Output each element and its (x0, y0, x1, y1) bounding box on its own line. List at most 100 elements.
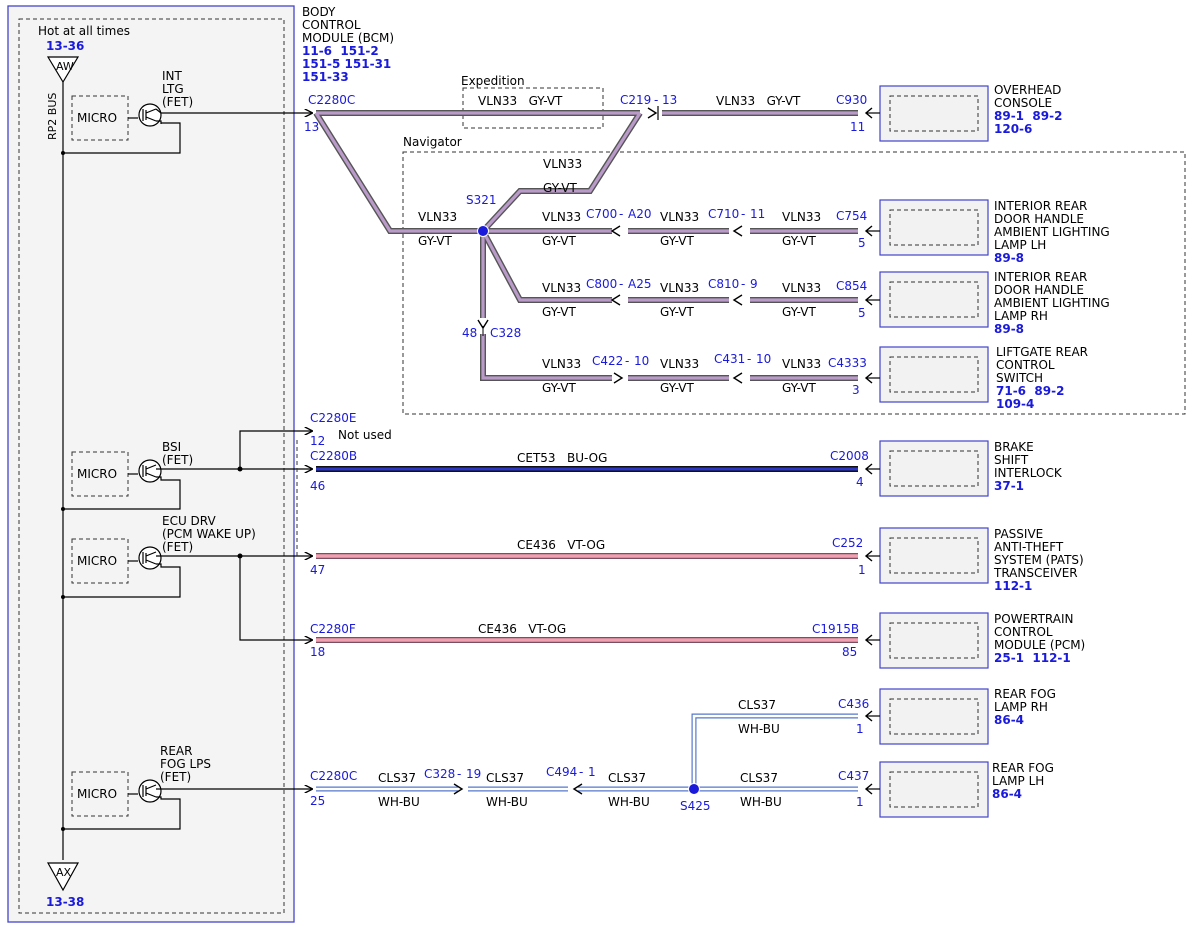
wire-label: CLS37 (740, 771, 778, 785)
bcm-title-line: CONTROL (302, 18, 361, 32)
wire-label: CLS37 (486, 771, 524, 785)
connector-label: C800 (586, 277, 617, 291)
connector-label: C494 (546, 765, 577, 779)
component-label: PASSIVE (994, 527, 1043, 541)
navigator-region (402, 151, 1186, 415)
powertrain-control-module[interactable]: POWERTRAIN CONTROL MODULE (PCM) 25-1 112… (864, 612, 1085, 669)
wire-label: VLN33 (782, 281, 821, 295)
splice-label: S321 (466, 193, 497, 207)
connector-label: C328 (490, 326, 521, 340)
hot-ref-link[interactable]: 13-36 (46, 39, 84, 53)
micro-label: MICRO (77, 467, 117, 481)
connector-label: C854 (836, 279, 867, 293)
output-label: ECU DRV (162, 514, 216, 528)
rear-fog-lamp-lh[interactable]: REAR FOG LAMP LH 86-4 (864, 761, 1054, 818)
component-label: SWITCH (996, 371, 1043, 385)
pin-label: 3 (852, 383, 860, 397)
wire-label: VLN33 (542, 210, 581, 224)
pin-label: 1 (588, 765, 596, 779)
bcm-ref-link[interactable]: 11-6 151-2 (302, 44, 379, 58)
fet-transistor-icon (138, 103, 162, 127)
micro-label: MICRO (77, 787, 117, 801)
pin-label: 25 (310, 794, 325, 808)
passive-anti-theft-transceiver[interactable]: PASSIVE ANTI-THEFT SYSTEM (PATS) TRANSCE… (864, 527, 1084, 593)
bcm-internal-boundary (18, 18, 285, 914)
connector-label: C437 (838, 769, 869, 783)
fet-transistor-icon (138, 779, 162, 803)
micro-label: MICRO (77, 111, 117, 125)
connector-dash: - (619, 207, 623, 221)
wire-label: GY-VT (782, 381, 816, 395)
component-label: AMBIENT LIGHTING (994, 296, 1110, 310)
pin-label: 1 (858, 563, 866, 577)
overhead-console[interactable]: OVERHEAD CONSOLE 89-1 89-2 120-6 (864, 83, 1062, 142)
chevron-right-icon (647, 107, 658, 119)
pin-label: 12 (310, 434, 325, 448)
connector-label: C700 (586, 207, 617, 221)
pin-label: 18 (310, 645, 325, 659)
wire-label: CE436 VT-OG (517, 538, 605, 552)
interior-rear-door-handle-lamp-lh[interactable]: INTERIOR REAR DOOR HANDLE AMBIENT LIGHTI… (864, 199, 1110, 265)
pin-label: 10 (634, 354, 649, 368)
connector-dash: - (619, 277, 623, 291)
chevron-left-icon (732, 294, 743, 306)
wire-label: GY-VT (542, 234, 576, 248)
component-label: CONSOLE (994, 96, 1052, 110)
pin-label: 48 (462, 326, 477, 340)
chevron-left-icon (732, 225, 743, 237)
component-label: ANTI-THEFT (994, 540, 1064, 554)
component-label: AMBIENT LIGHTING (994, 225, 1110, 239)
output-label: LTG (162, 82, 184, 96)
component-ref-link: 37-1 (994, 479, 1024, 493)
connector-label: C252 (832, 536, 863, 550)
chevron-left-icon (572, 783, 583, 795)
wire-label: GY-VT (660, 381, 694, 395)
bcm-ref-link[interactable]: 151-5 151-31 (302, 57, 391, 71)
component-label: DOOR HANDLE (994, 283, 1084, 297)
component-label: INTERIOR REAR (994, 199, 1087, 213)
output-label: FOG LPS (160, 757, 211, 771)
wire-cls37 (316, 713, 858, 792)
wire-label: GY-VT (542, 381, 576, 395)
rear-fog-lamp-rh[interactable]: REAR FOG LAMP RH 86-4 (864, 687, 1056, 745)
wire-label: CLS37 (738, 698, 776, 712)
pin-label: 1 (856, 795, 864, 809)
output-label: REAR (160, 744, 192, 758)
liftgate-rear-control-switch[interactable]: LIFTGATE REAR CONTROL SWITCH 71-6 89-2 1… (864, 345, 1088, 411)
component-ref-link: 120-6 (994, 122, 1032, 136)
bus-out-triangle-icon (46, 862, 80, 892)
wire-label: GY-VT (543, 181, 577, 195)
connector-label: C2280F (310, 622, 356, 636)
component-ref-link: 86-4 (994, 713, 1024, 727)
output-label: (PCM WAKE UP) (162, 527, 256, 541)
wire-ce436 (316, 553, 858, 643)
connector-labels: C2280C 13 C219 - 13 C930 11 S321 C700 - … (304, 93, 869, 813)
component-label: OVERHEAD (994, 83, 1061, 97)
connector-dash: - (579, 765, 583, 779)
output-label: INT (162, 69, 183, 83)
component-ref-link: 71-6 89-2 (996, 384, 1064, 398)
component-ref-link: 89-8 (994, 322, 1024, 336)
connector-label: C2280B (310, 449, 357, 463)
wire-label: GY-VT (782, 234, 816, 248)
connector-label: C2280E (310, 411, 357, 425)
interior-rear-door-handle-lamp-rh[interactable]: INTERIOR REAR DOOR HANDLE AMBIENT LIGHTI… (864, 270, 1110, 336)
component-ref-link: 109-4 (996, 397, 1034, 411)
pin-label: 10 (756, 352, 771, 366)
bus-bottom-ref-link[interactable]: 13-38 (46, 895, 84, 909)
bcm-ref-link[interactable]: 151-33 (302, 70, 349, 84)
bcm-output-rear-fog: MICRO REAR FOG LPS (FET) (61, 744, 312, 831)
fet-transistor-icon (138, 459, 162, 483)
pin-label: 4 (856, 475, 864, 489)
wire-label: VLN33 (542, 281, 581, 295)
component-ref-link: 86-4 (992, 787, 1022, 801)
wire-label: GY-VT (542, 305, 576, 319)
connector-label: C754 (836, 209, 867, 223)
chevron-left-icon (610, 225, 621, 237)
navigator-label: Navigator (403, 135, 462, 149)
pin-label: 9 (750, 277, 758, 291)
brake-shift-interlock[interactable]: BRAKE SHIFT INTERLOCK 37-1 (864, 440, 1063, 497)
pin-label: 1 (856, 722, 864, 736)
bcm-output-ecu-drv: MICRO ECU DRV (PCM WAKE UP) (FET) (61, 514, 312, 640)
